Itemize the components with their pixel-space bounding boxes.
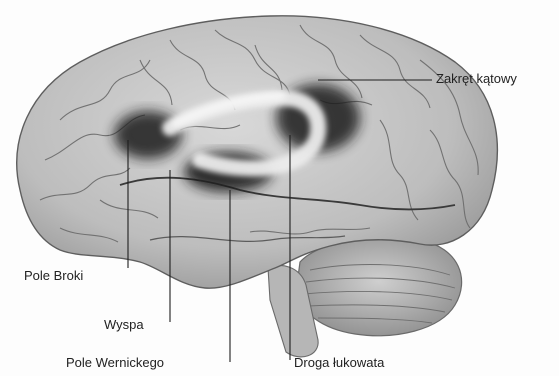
- label-arcuate-fasciculus: Droga łukowata: [294, 356, 384, 369]
- label-broca-area: Pole Broki: [24, 269, 83, 282]
- label-insula: Wyspa: [104, 318, 144, 331]
- label-angular-gyrus: Zakręt kątowy: [436, 72, 517, 85]
- label-wernicke-area: Pole Wernickego: [66, 356, 164, 369]
- cerebellum: [296, 237, 462, 336]
